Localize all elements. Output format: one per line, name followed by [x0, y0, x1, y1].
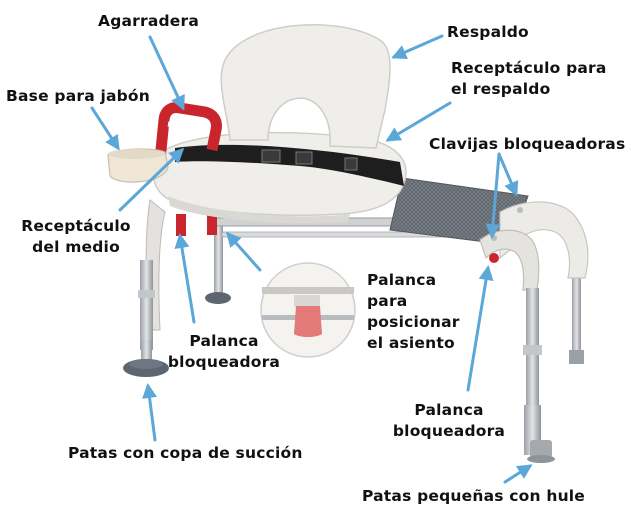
inset-zoom: [260, 262, 356, 358]
arrow-receptaculo-medio: [118, 147, 185, 212]
back-leg-right: [569, 262, 584, 364]
arrow-respaldo: [391, 34, 444, 60]
front-leg-left: [123, 260, 169, 377]
arrow-base-jabon: [90, 106, 120, 151]
label-patas-copa: Patas con copa de succión: [68, 444, 303, 462]
arrow-agarradera: [148, 35, 185, 111]
label-respaldo: Respaldo: [447, 23, 529, 41]
label-palanca-asiento: Palanca para posicionar el asiento: [367, 270, 460, 354]
arrow-clavijas-2: [485, 152, 501, 239]
label-receptaculo-respaldo-line1: Receptáculo para: [451, 59, 607, 77]
label-receptaculo-medio-line1: Receptáculo: [21, 217, 131, 235]
label-palanca-izquierda: Palanca bloqueadora: [160, 331, 288, 373]
label-palanca-izquierda-line2: bloqueadora: [167, 353, 281, 371]
right-frame: [479, 201, 589, 291]
label-receptaculo-medio: Receptáculo del medio: [14, 216, 138, 258]
back-leg-left: [205, 225, 231, 304]
arrow-palanca-der: [466, 265, 494, 392]
arrow-clavijas-1: [497, 152, 519, 197]
label-palanca-asiento-line4: el asiento: [367, 334, 455, 352]
label-receptaculo-medio-line2: del medio: [32, 238, 120, 256]
arrow-patas-hule: [503, 464, 533, 484]
soap-dish: [107, 148, 169, 183]
label-palanca-derecha-line1: Palanca: [414, 401, 484, 419]
label-palanca-asiento-line3: posicionar: [367, 313, 460, 331]
label-base-jabon: Base para jabón: [6, 87, 151, 105]
label-receptaculo-respaldo: Receptáculo para el respaldo: [451, 58, 607, 100]
label-palanca-derecha-line2: bloqueadora: [392, 422, 506, 440]
label-clavijas: Clavijas bloqueadoras: [429, 135, 626, 153]
arrow-receptaculo-respaldo: [385, 101, 452, 142]
arrow-palanca-izq: [174, 233, 196, 324]
grab-handle: [154, 102, 222, 161]
pointer-arrows: [90, 34, 533, 484]
backrest: [220, 24, 391, 149]
seat-belt-strap: [175, 144, 404, 186]
label-palanca-izquierda-line1: Palanca: [189, 332, 259, 350]
label-palanca-asiento-line2: para: [367, 292, 408, 310]
label-receptaculo-respaldo-line2: el respaldo: [451, 80, 551, 98]
label-palanca-asiento-line1: Palanca: [367, 271, 437, 289]
label-agarradera: Agarradera: [98, 12, 200, 30]
arrow-patas-copa: [142, 383, 157, 442]
front-leg-right: [523, 288, 555, 463]
label-palanca-derecha: Palanca bloqueadora: [385, 400, 513, 442]
left-frame: [145, 199, 217, 331]
arrow-palanca-asiento: [226, 231, 262, 272]
label-patas-hule: Patas pequeñas con hule: [362, 487, 586, 505]
